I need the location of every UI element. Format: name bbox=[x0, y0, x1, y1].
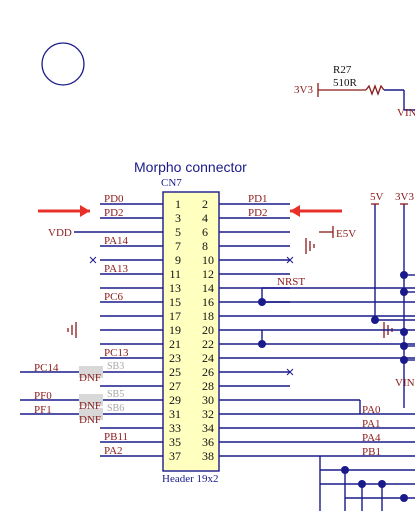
left-net-label: PD0 bbox=[104, 193, 124, 205]
sb6-bridge bbox=[79, 408, 103, 420]
pin-number-right: 22 bbox=[202, 337, 214, 351]
pin-number-right: 30 bbox=[202, 393, 214, 407]
left-net-label: PA14 bbox=[104, 235, 129, 247]
vin-top-label: VIN bbox=[397, 107, 415, 119]
pin-number-right: 32 bbox=[202, 407, 214, 421]
pf1-label: PF1 bbox=[34, 404, 52, 416]
left-net-label: PB11 bbox=[104, 431, 128, 443]
connector-ref: CN7 bbox=[161, 177, 182, 189]
junction-dot bbox=[400, 342, 408, 350]
pin-number-right: 34 bbox=[202, 421, 214, 435]
connector-footer: Header 19x2 bbox=[162, 473, 219, 485]
junction-dot bbox=[258, 340, 266, 348]
pin-number-right: 14 bbox=[202, 281, 214, 295]
pin-number-right: 2 bbox=[202, 197, 208, 211]
dnf-label-sb5: DNF bbox=[79, 400, 102, 412]
left-net-label: PC6 bbox=[104, 291, 123, 303]
left-net-label: PA2 bbox=[104, 445, 123, 457]
pc14-label: PC14 bbox=[34, 362, 59, 374]
dnf-label-sb6: DNF bbox=[79, 414, 102, 426]
pin-number-right: 24 bbox=[202, 351, 214, 365]
pin-number-right: 36 bbox=[202, 435, 214, 449]
left-net-label: PD2 bbox=[104, 207, 124, 219]
pin-number-left: 5 bbox=[175, 225, 181, 239]
sb3-bridge bbox=[79, 366, 103, 378]
right-net-label: PD2 bbox=[248, 207, 268, 219]
pin-number-left: 21 bbox=[169, 337, 181, 351]
pin-number-left: 17 bbox=[169, 309, 181, 323]
vdd-label: VDD bbox=[48, 227, 72, 239]
pin-number-right: 12 bbox=[202, 267, 214, 281]
nc-x-pin10 bbox=[286, 256, 294, 264]
pin-number-left: 19 bbox=[169, 323, 181, 337]
junction-dot bbox=[371, 316, 379, 324]
junction-dot bbox=[400, 271, 408, 279]
pin-number-right: 4 bbox=[202, 211, 208, 225]
junction-dot bbox=[358, 480, 366, 488]
e5v-label: E5V bbox=[336, 228, 357, 240]
pin-number-right: 10 bbox=[202, 253, 214, 267]
junction-dot bbox=[400, 356, 408, 364]
bus-pa1: PA1 bbox=[362, 418, 381, 430]
pin-number-left: 9 bbox=[175, 253, 181, 267]
pin-number-right: 20 bbox=[202, 323, 214, 337]
pin-number-left: 27 bbox=[169, 379, 181, 393]
nc-x-pin9 bbox=[89, 256, 97, 264]
pin-number-right: 26 bbox=[202, 365, 214, 379]
sb3-label: SB3 bbox=[107, 361, 125, 372]
r27-value: 510R bbox=[333, 77, 357, 89]
pin-number-left: 1 bbox=[175, 197, 181, 211]
pin-number-right: 18 bbox=[202, 309, 214, 323]
r27-resistor-symbol bbox=[365, 84, 385, 96]
bus-pb1: PB1 bbox=[362, 446, 381, 458]
junction-dot bbox=[341, 466, 349, 474]
junction-dot bbox=[400, 288, 408, 296]
pin-number-left: 31 bbox=[169, 407, 181, 421]
pin-number-right: 8 bbox=[202, 239, 208, 253]
pin-number-left: 11 bbox=[169, 267, 181, 281]
left-arrow-head bbox=[80, 205, 90, 217]
rail-5v-label: 5V bbox=[370, 191, 384, 203]
pin-number-right: 16 bbox=[202, 295, 214, 309]
pf0-label: PF0 bbox=[34, 390, 52, 402]
left-net-label: PC13 bbox=[104, 347, 129, 359]
junction-dot bbox=[378, 480, 386, 488]
junction-dot bbox=[400, 328, 408, 336]
sb5-label: SB5 bbox=[107, 389, 125, 400]
pin-number-left: 29 bbox=[169, 393, 181, 407]
mounting-hole-circle bbox=[41, 42, 85, 86]
pin-number-left: 15 bbox=[169, 295, 181, 309]
r27-net-3v3: 3V3 bbox=[294, 84, 313, 96]
vin-bottom-label: VIN bbox=[395, 377, 415, 389]
pin-number-left: 13 bbox=[169, 281, 181, 295]
pin-number-left: 7 bbox=[175, 239, 181, 253]
pin-number-left: 3 bbox=[175, 211, 181, 225]
nc-x-pin26 bbox=[286, 368, 294, 376]
right-arrow-head bbox=[290, 205, 300, 217]
pin-number-left: 35 bbox=[169, 435, 181, 449]
right-net-label: PD1 bbox=[248, 193, 268, 205]
pin-number-left: 25 bbox=[169, 365, 181, 379]
pin-number-left: 23 bbox=[169, 351, 181, 365]
connector-title: Morpho connector bbox=[134, 159, 247, 175]
pin-number-right: 6 bbox=[202, 225, 208, 239]
r27-name: R27 bbox=[333, 64, 352, 76]
nrst-label: NRST bbox=[277, 276, 306, 288]
pin-number-left: 33 bbox=[169, 421, 181, 435]
left-net-label: PA13 bbox=[104, 263, 129, 275]
bus-pa0: PA0 bbox=[362, 404, 381, 416]
sb6-label: SB6 bbox=[107, 403, 125, 414]
pin-number-right: 38 bbox=[202, 449, 214, 463]
header-19x2-body bbox=[162, 191, 220, 472]
rail-3v3-label: 3V3 bbox=[395, 191, 414, 203]
pin-number-left: 37 bbox=[169, 449, 181, 463]
bus-pa4: PA4 bbox=[362, 432, 381, 444]
pin-number-right: 28 bbox=[202, 379, 214, 393]
sb5-bridge bbox=[79, 394, 103, 406]
dnf-label-sb3: DNF bbox=[79, 372, 102, 384]
